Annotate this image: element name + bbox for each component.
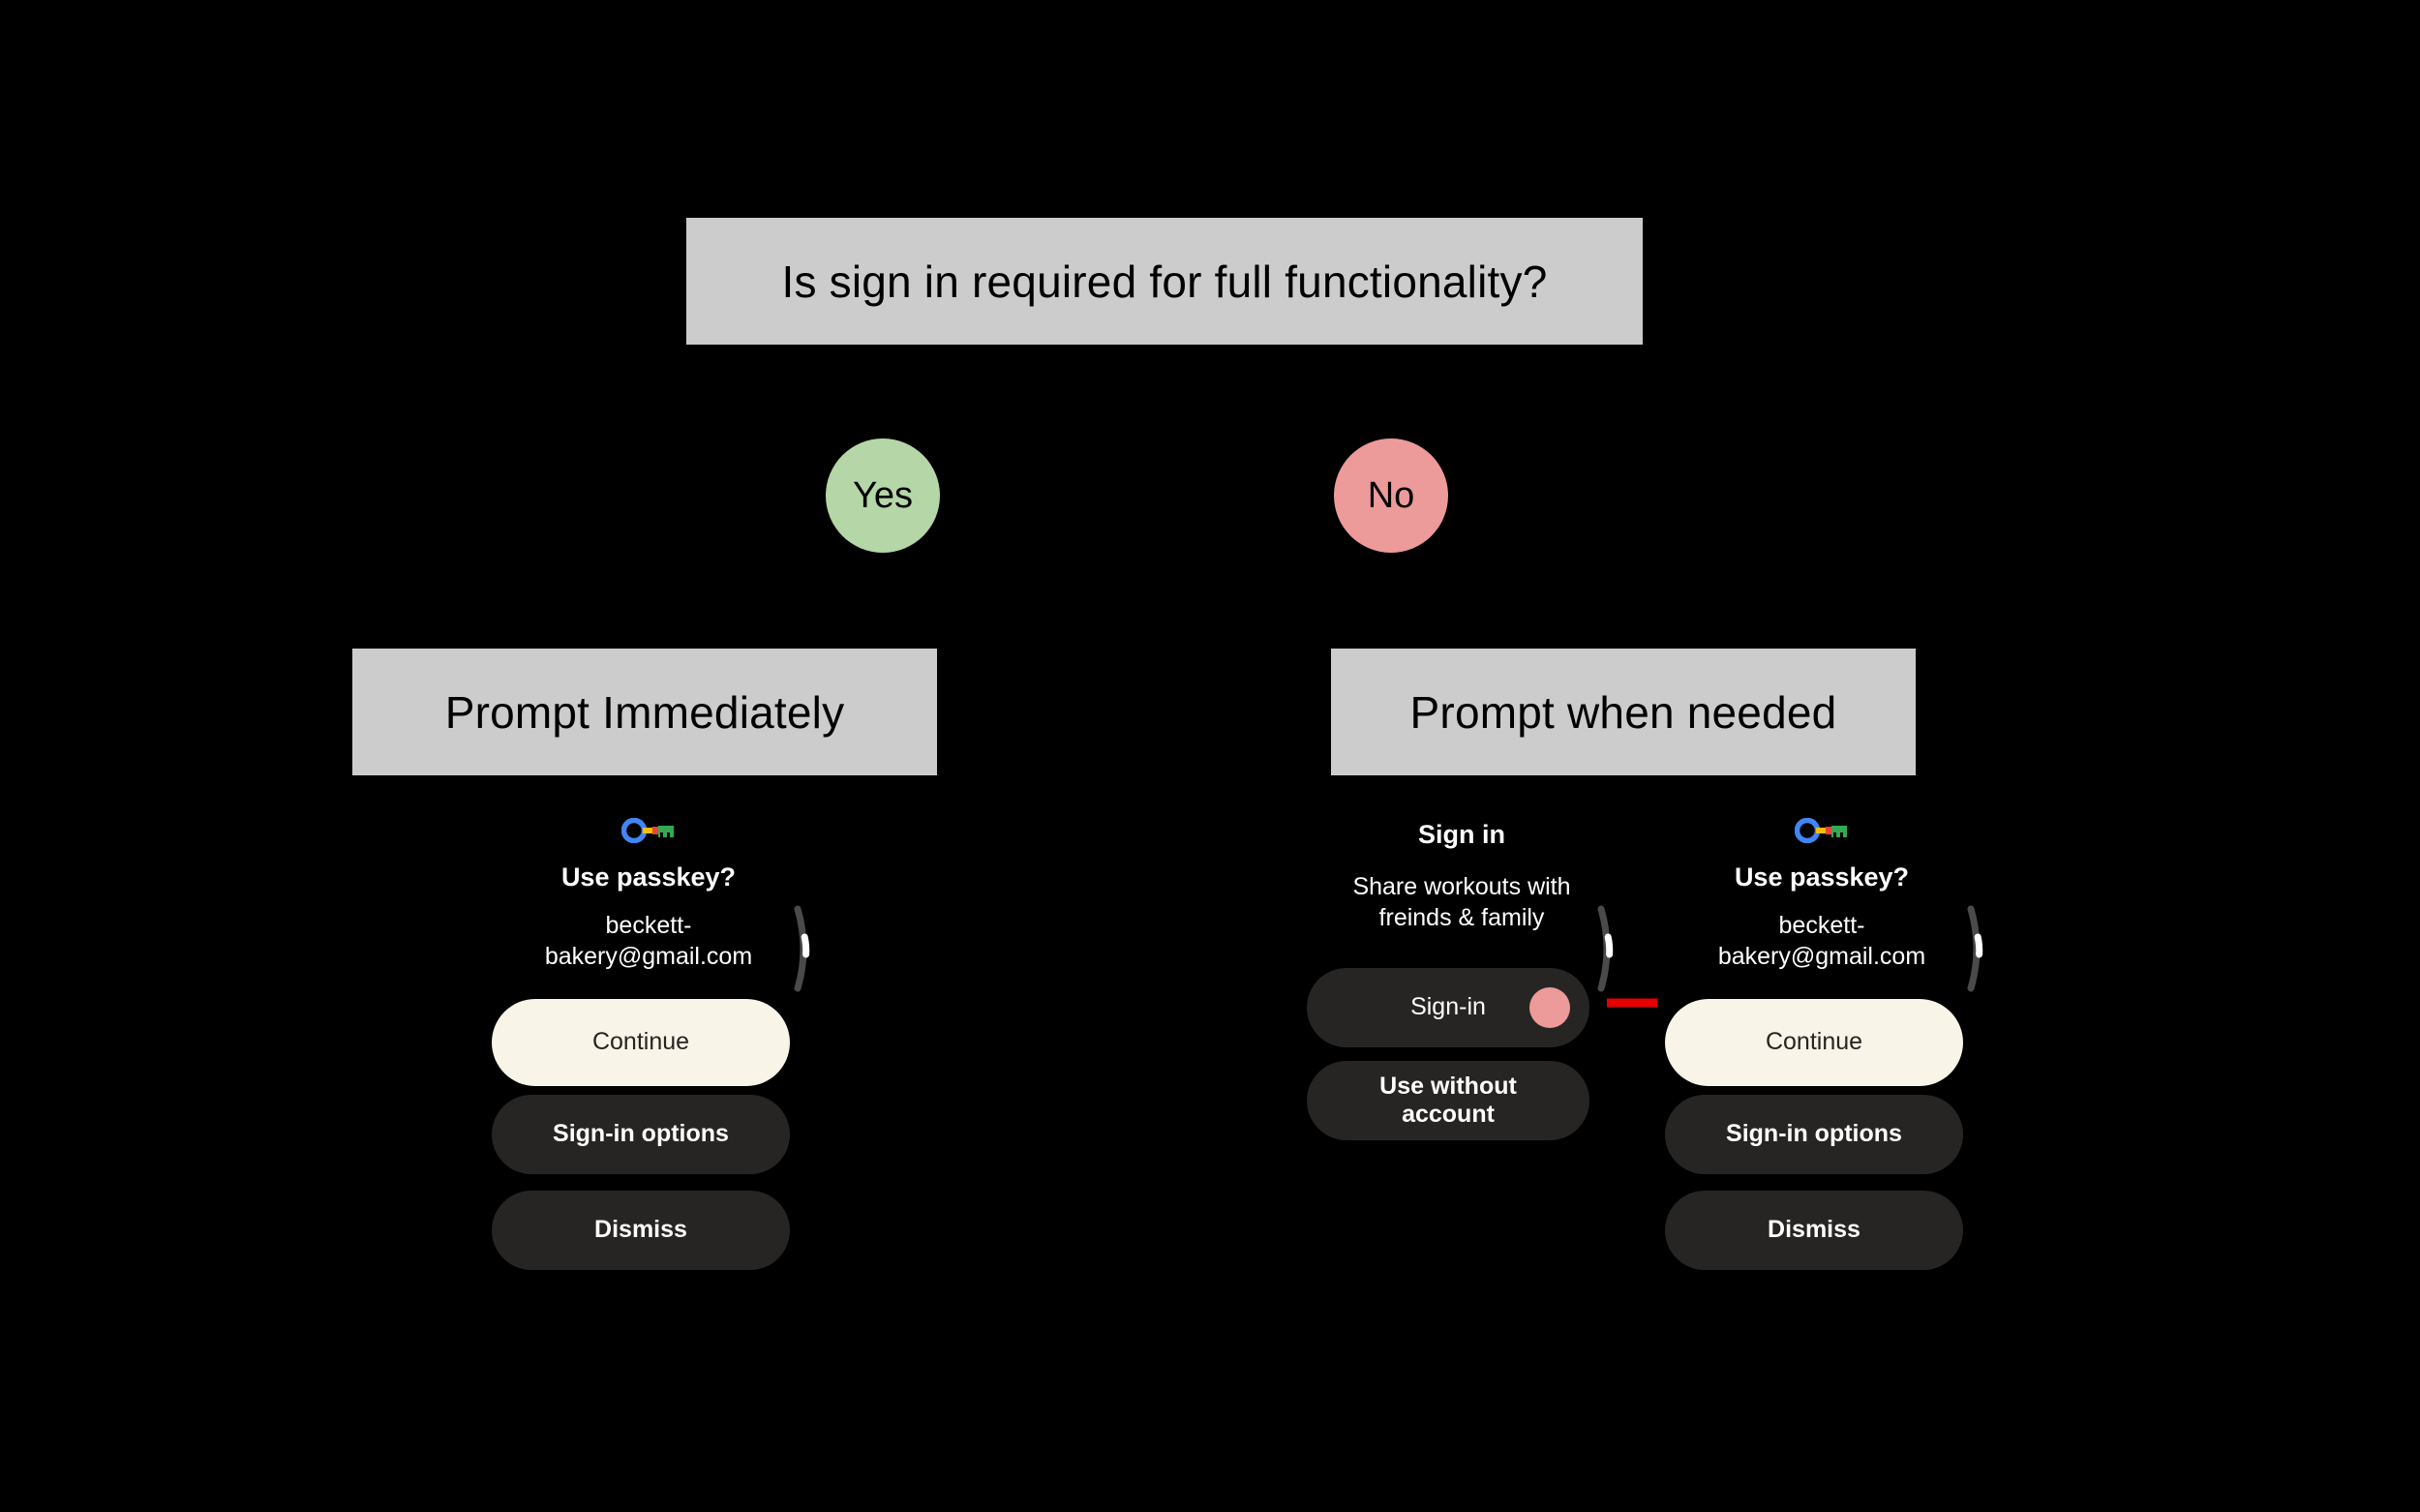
edge-question-to-yes	[881, 345, 884, 438]
branch-label-no: No	[1367, 474, 1415, 516]
button-sign-in-options-label: Sign-in options	[553, 1120, 729, 1148]
button-sign-in[interactable]: Sign-in	[1307, 968, 1589, 1047]
edge-yes-to-prompt-immediate	[644, 553, 647, 649]
button-dismiss-label: Dismiss	[594, 1216, 687, 1244]
signin-title: Sign in	[1307, 819, 1617, 850]
watch-mock-passkey-right: Use passkey? beckett-bakery@gmail.com Co…	[1657, 801, 1986, 1315]
button-continue[interactable]: Continue	[1665, 999, 1963, 1086]
scroll-indicator[interactable]	[790, 905, 815, 992]
button-use-without-account[interactable]: Use without account	[1307, 1061, 1589, 1140]
outcome-label-prompt-immediately: Prompt Immediately	[444, 686, 845, 738]
mock-account-email-text: beckett-bakery@gmail.com	[1717, 912, 1926, 970]
outcome-box-prompt-immediately: Prompt Immediately	[352, 649, 937, 775]
mock-title-text: Use passkey?	[1734, 862, 1910, 892]
decision-question-label: Is sign in required for full functionali…	[781, 256, 1548, 307]
branch-circle-no: No	[1334, 438, 1448, 553]
branch-label-yes: Yes	[853, 474, 913, 516]
mock-account-email: beckett-bakery@gmail.com	[1679, 910, 1965, 972]
scroll-indicator[interactable]	[1963, 905, 1988, 992]
button-dismiss[interactable]: Dismiss	[492, 1191, 790, 1270]
tap-indicator-dot	[1529, 987, 1570, 1028]
button-dismiss-label: Dismiss	[1768, 1216, 1860, 1244]
mock-title-use-passkey: Use passkey?	[484, 862, 813, 892]
signin-subtitle-text: Share workouts with freinds & family	[1352, 873, 1571, 931]
button-sign-in-label: Sign-in	[1410, 993, 1486, 1021]
branch-circle-yes: Yes	[826, 438, 940, 553]
google-passkey-icon	[1794, 817, 1849, 844]
outcome-box-prompt-when-needed: Prompt when needed	[1331, 649, 1916, 775]
google-passkey-icon	[620, 817, 676, 844]
button-sign-in-options-label: Sign-in options	[1726, 1120, 1902, 1148]
edge-no-to-prompt-when-needed	[1622, 553, 1625, 649]
signin-subtitle: Share workouts with freinds & family	[1326, 871, 1597, 933]
mock-account-email: beckett-bakery@gmail.com	[505, 910, 792, 972]
button-sign-in-options[interactable]: Sign-in options	[492, 1095, 790, 1174]
watch-mock-passkey-left: Use passkey? beckett-bakery@gmail.com Co…	[484, 801, 813, 1315]
button-continue[interactable]: Continue	[492, 999, 790, 1086]
decision-question-box: Is sign in required for full functionali…	[686, 218, 1643, 345]
watch-mock-signin: Sign in Share workouts with freinds & fa…	[1307, 801, 1617, 1315]
button-continue-label: Continue	[591, 1028, 690, 1056]
mock-title-use-passkey: Use passkey?	[1657, 862, 1986, 892]
edge-question-to-no	[1389, 345, 1392, 438]
button-sign-in-options[interactable]: Sign-in options	[1665, 1095, 1963, 1174]
button-continue-label: Continue	[1765, 1028, 1863, 1056]
mock-account-email-text: beckett-bakery@gmail.com	[544, 912, 753, 970]
signin-title-text: Sign in	[1418, 820, 1505, 849]
mock-title-text: Use passkey?	[560, 862, 737, 892]
outcome-label-prompt-when-needed: Prompt when needed	[1409, 686, 1837, 738]
button-dismiss[interactable]: Dismiss	[1665, 1191, 1963, 1270]
button-use-without-account-label: Use without account	[1379, 1072, 1517, 1129]
